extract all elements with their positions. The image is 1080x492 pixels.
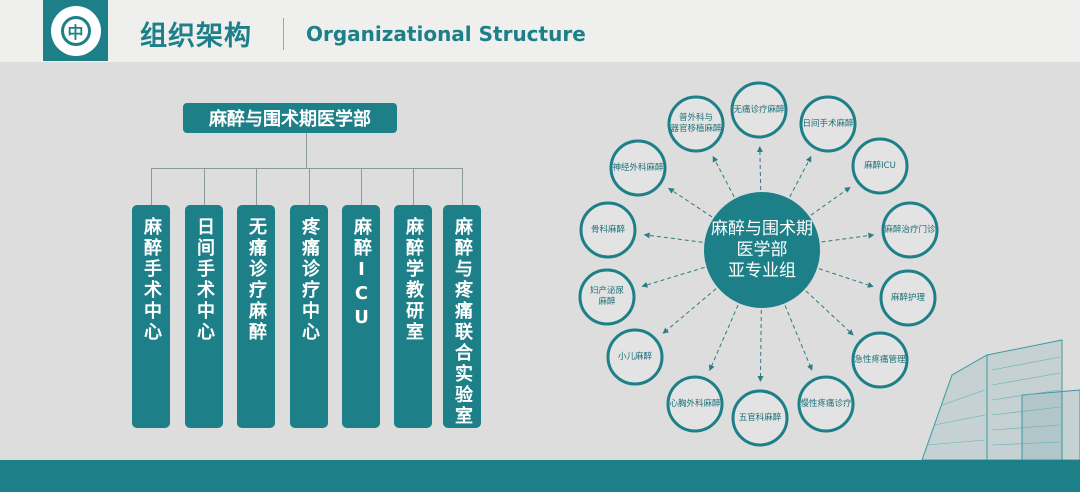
department-box: 日间手术中心 — [185, 205, 223, 428]
subgroup-circle — [731, 389, 789, 447]
subgroup-label: 慢性疼痛诊疗 — [800, 398, 852, 409]
connector — [309, 168, 310, 205]
dashed-arrow — [821, 232, 875, 243]
dashed-arrow — [641, 266, 705, 288]
subgroup-label: 心胸外科麻醉 — [669, 398, 721, 409]
dashed-arrow — [818, 268, 874, 288]
footer-bar — [0, 460, 1080, 492]
subgroup-label: 麻醉ICU — [864, 160, 896, 171]
subgroup-label: 日间手术麻醉 — [802, 118, 854, 129]
page-subtitle: Organizational Structure — [306, 22, 586, 46]
center-label-line: 亚专业组 — [728, 260, 796, 281]
subgroup-circle — [667, 95, 725, 153]
subgroup-label: 神经外科麻醉 — [612, 162, 664, 173]
subgroup-circle — [851, 331, 909, 389]
subgroup-label: 普外科与 器官移植麻醉 — [670, 113, 722, 134]
dashed-arrow — [789, 155, 812, 198]
dashed-arrow — [757, 309, 764, 383]
org-root-box: 麻醉与围术期医学部 — [183, 103, 397, 133]
dashed-arrow — [643, 232, 703, 243]
subgroup-circle — [578, 268, 636, 326]
connector — [151, 168, 463, 169]
subgroup-label: 麻醉护理 — [890, 292, 925, 303]
center-label-line: 医学部 — [736, 239, 788, 260]
subgroup-label: 骨科麻醉 — [590, 224, 625, 235]
subgroup-circle — [851, 137, 909, 195]
connector — [462, 168, 463, 205]
connector — [151, 168, 152, 205]
subgroup-circle — [609, 139, 667, 197]
connector — [413, 168, 414, 205]
connector — [306, 133, 307, 168]
subgroup-circle — [799, 95, 857, 153]
connector — [361, 168, 362, 205]
dashed-arrow — [662, 288, 717, 334]
hospital-logo: 中 — [43, 0, 108, 61]
department-box: 麻醉手术中心 — [132, 205, 170, 428]
department-box: 无痛诊疗麻醉 — [237, 205, 275, 428]
page-title: 组织架构 — [140, 21, 252, 52]
department-box: 麻醉学教研室 — [394, 205, 432, 428]
subgroup-circle — [579, 201, 637, 259]
center-circle — [704, 192, 820, 308]
subgroup-circle — [797, 375, 855, 433]
subgroup-label: 小儿麻醉 — [617, 351, 652, 362]
center-label: 麻醉与围术期医学部亚专业组 — [704, 192, 820, 308]
dashed-arrow — [784, 305, 813, 371]
subgroup-label: 麻醉治疗门诊 — [884, 224, 936, 235]
dashed-arrow — [805, 290, 854, 336]
department-box: 麻醉与疼痛联合实验室 — [443, 205, 481, 428]
dashed-arrow — [810, 186, 851, 216]
subgroup-label: 妇产泌尿 麻醉 — [589, 286, 624, 307]
subgroup-circle — [881, 201, 939, 259]
subgroup-circle — [606, 328, 664, 386]
subgroup-circle — [730, 81, 788, 139]
hospital-building-illustration — [921, 339, 1080, 460]
center-label-line: 麻醉与围术期 — [711, 218, 813, 239]
connector — [204, 168, 205, 205]
dashed-arrow — [709, 304, 739, 371]
subgroup-label: 急性疼痛管理 — [854, 354, 906, 365]
subgroup-circle — [666, 375, 724, 433]
dashed-arrow — [712, 155, 735, 198]
subgroup-circle — [879, 269, 937, 327]
header: 中 组织架构 Organizational Structure — [0, 0, 1080, 62]
department-box: 疼痛诊疗中心 — [290, 205, 328, 428]
subgroup-label: 五官科麻醉 — [738, 412, 782, 423]
dashed-arrow — [668, 187, 713, 218]
connector — [256, 168, 257, 205]
department-box: 麻醉ICU — [342, 205, 380, 428]
dashed-arrow — [756, 145, 763, 191]
divider — [283, 18, 284, 50]
subgroup-label: 无痛诊疗麻醉 — [733, 104, 785, 115]
